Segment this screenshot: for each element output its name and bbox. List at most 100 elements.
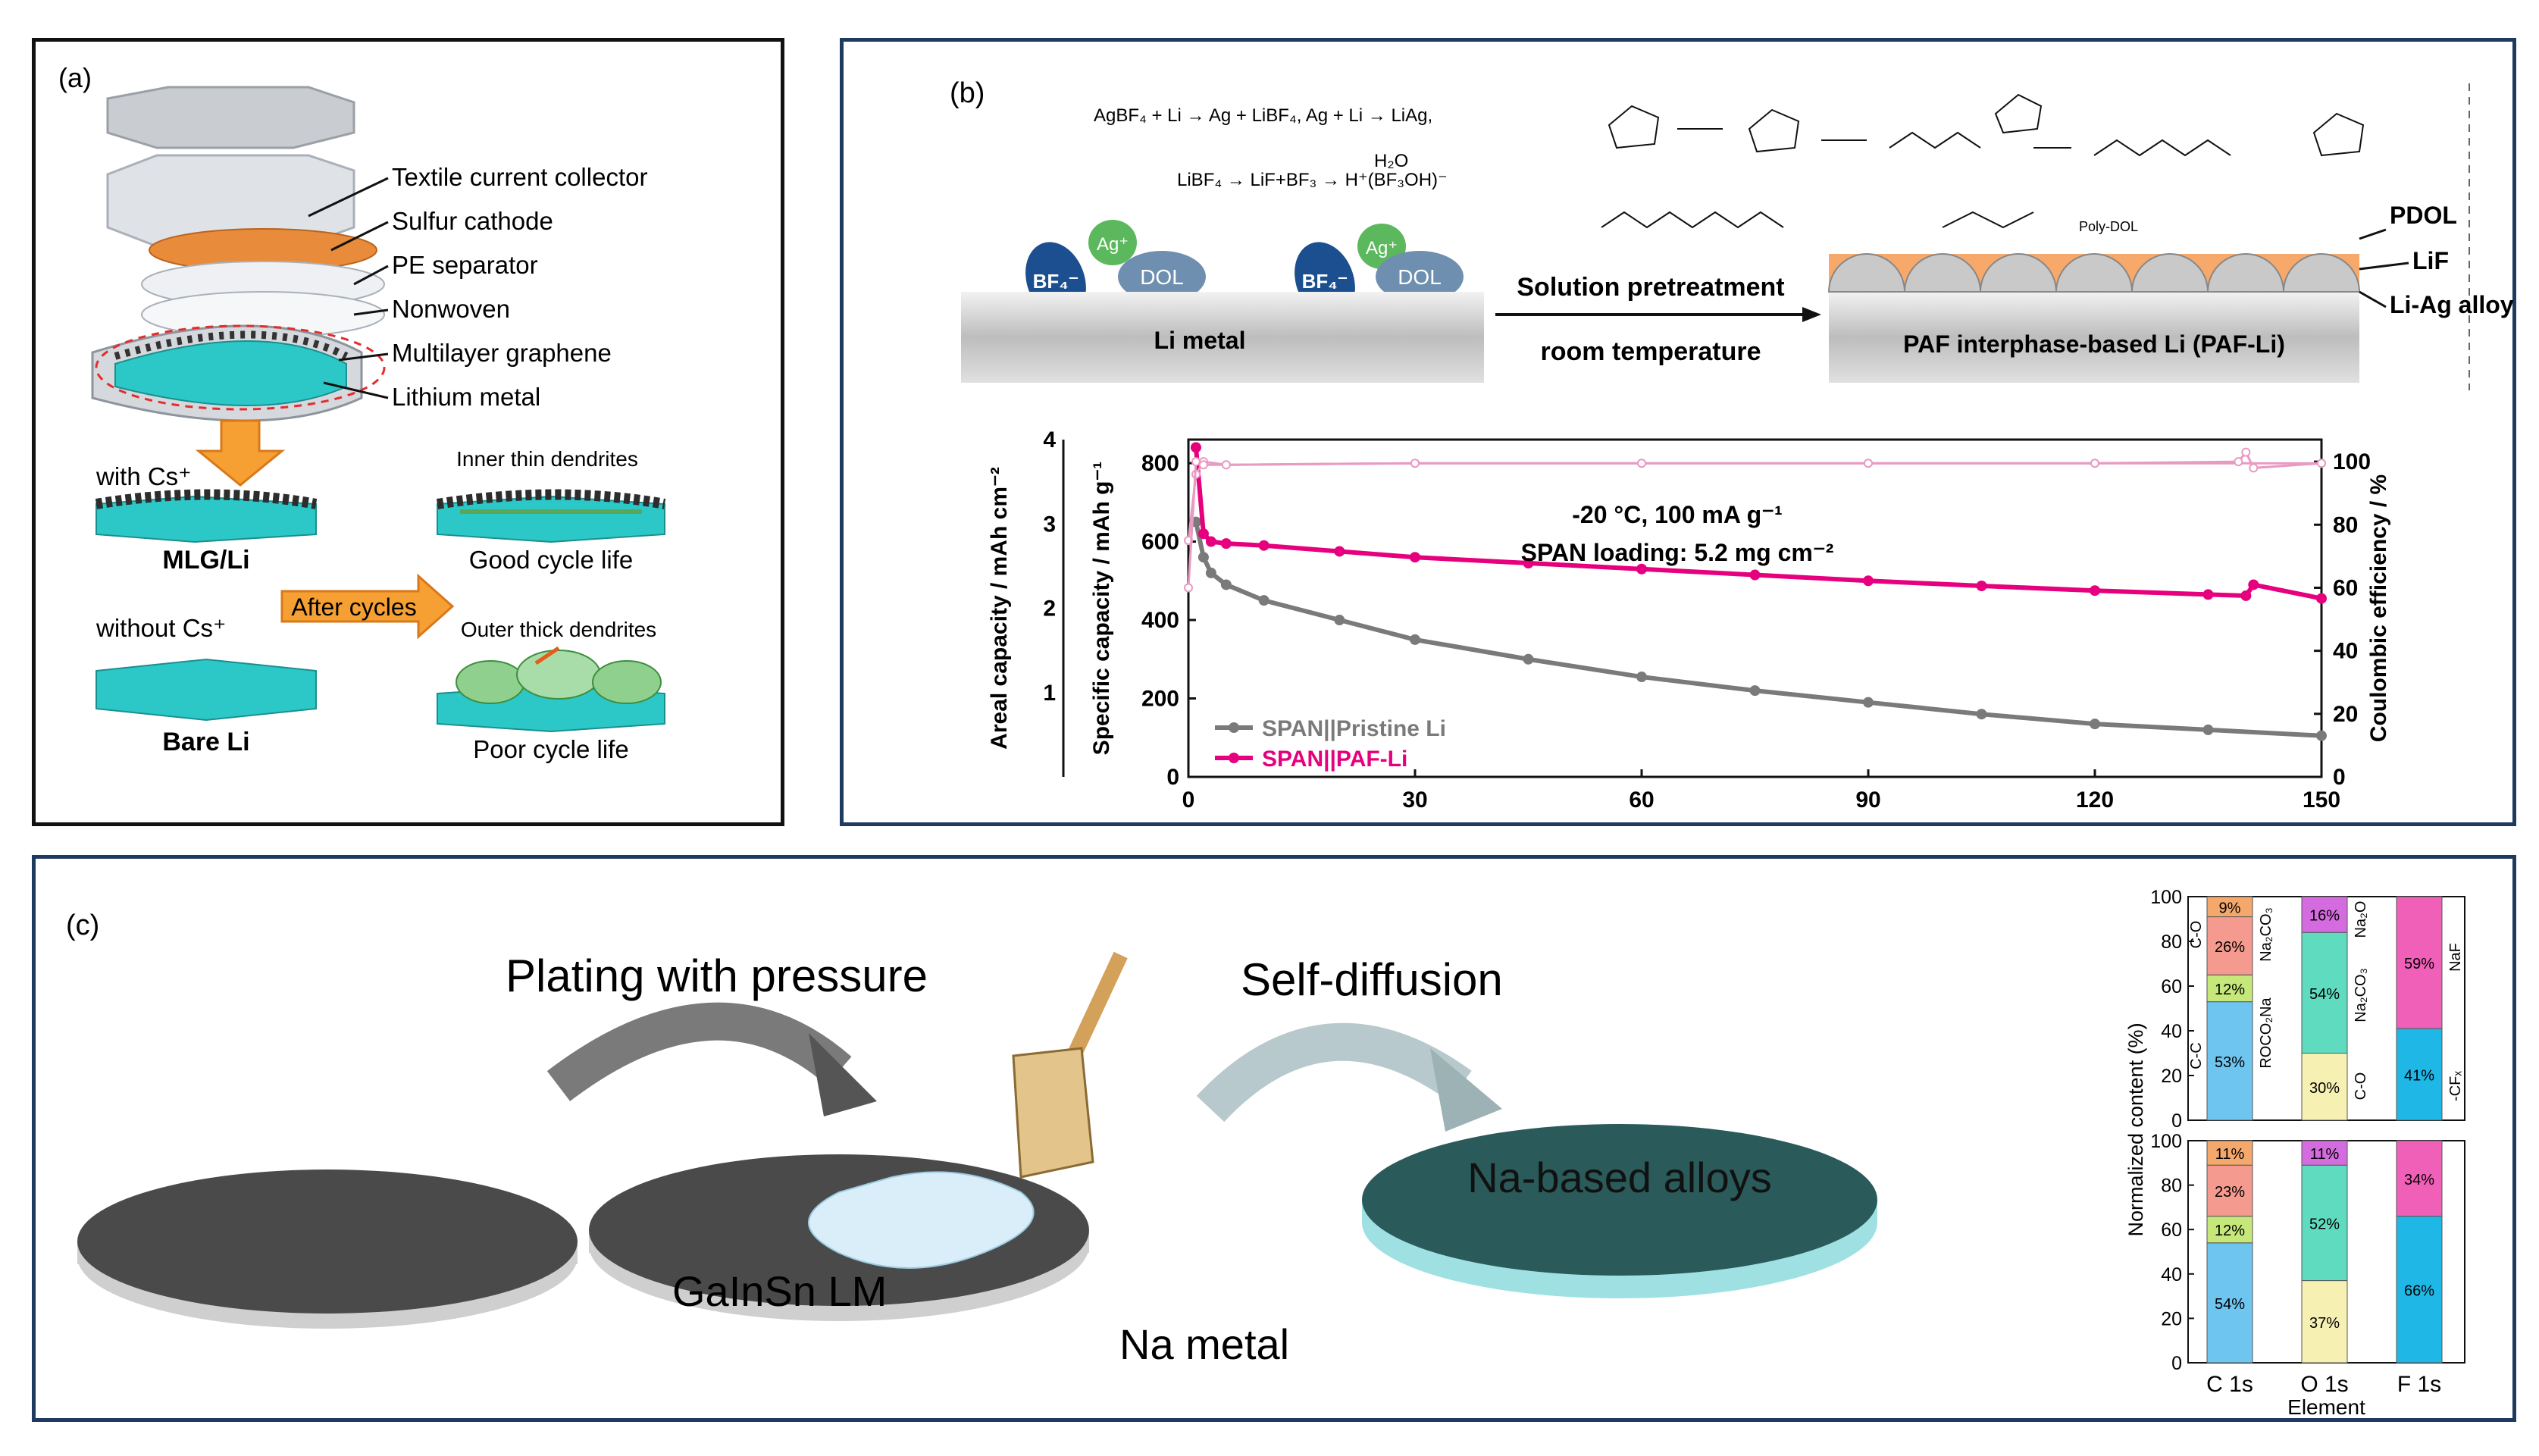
stack-value-label: 16% (2309, 908, 2340, 925)
series-point-1 (1749, 569, 1761, 581)
stack-y-tick-label: 0 (2171, 1353, 2182, 1374)
stack-y-tick-label: 40 (2161, 1264, 2182, 1285)
dol-left: DOL (1140, 265, 1184, 289)
na-alloy-disk (1362, 1124, 1877, 1298)
lif-label: LiF (2412, 247, 2449, 274)
stack-value-label: 66% (2404, 1282, 2434, 1299)
stack-segment (2206, 1164, 2253, 1217)
chart-b-frame (1187, 438, 2323, 778)
stack-segment (2301, 1140, 2348, 1166)
series-point-1 (2240, 590, 2252, 601)
series-point-1 (2248, 579, 2259, 590)
stack-y-tick-label: 80 (2161, 1176, 2182, 1197)
stack-y-tick-label: 100 (2150, 887, 2182, 908)
x-tick-label: 150 (2303, 787, 2340, 813)
ylabel-areal: Areal capacity / mAh cm⁻² (987, 467, 1012, 750)
y-tick-label: 200 (1141, 687, 1179, 712)
stack-value-label: 26% (2215, 939, 2245, 956)
good-cycle-slab (436, 489, 666, 543)
series-point-3 (2234, 457, 2243, 467)
layer-label-nonwoven: Nonwoven (392, 295, 510, 323)
panel-c: (c) Plating with pressure Self-diffusion… (32, 855, 2516, 1422)
stack-y-tick-label: 20 (2161, 1066, 2182, 1087)
areal-tick-label: 1 (1043, 681, 1056, 706)
stack-y-tick-label: 40 (2161, 1021, 2182, 1042)
x-tick-label: 120 (2076, 787, 2114, 813)
na-disk-plain (77, 1169, 578, 1329)
series-point-3 (2241, 447, 2251, 457)
stack-ylabel: Normalized content (%) (2124, 1022, 2147, 1236)
dol-scheme (1601, 93, 2365, 229)
series-point-1 (1190, 442, 1201, 453)
stack-species-label: C-O (2188, 921, 2205, 949)
chart-b-annotation-1: -20 °C, 100 mA g⁻¹ (1572, 501, 1782, 528)
series-point-3 (1637, 459, 1646, 468)
stack-value-label: 11% (2215, 1146, 2245, 1163)
series-point-0 (1749, 685, 1761, 697)
areal-tick-label: 2 (1043, 596, 1056, 622)
stack-category-label: C 1s (2206, 1372, 2253, 1397)
panel-b-diagram: (b) AgBF₄ + Li → Ag + LiBF₄, Ag + Li → L… (950, 77, 2514, 813)
lif-domes (1827, 253, 2361, 293)
ag-ion-right: Ag⁺ (1366, 238, 1398, 258)
series-point-0 (1220, 579, 1232, 590)
stack-category-label: F 1s (2397, 1372, 2441, 1397)
diffusion-arrow (1196, 1022, 1472, 1123)
series-point-0 (1636, 672, 1647, 683)
panel-c-label: (c) (66, 910, 99, 941)
dol-right: DOL (1398, 265, 1442, 289)
stack-value-label: 34% (2404, 1172, 2434, 1188)
stack-segment (2206, 1140, 2253, 1166)
y-tick-label: 600 (1141, 530, 1179, 555)
series-point-1 (2090, 585, 2100, 596)
stack-xlabel: Element (2287, 1395, 2365, 1419)
stack-value-label: 11% (2310, 1146, 2340, 1163)
after-cycles-label: After cycles (291, 593, 416, 621)
stack-species-label: Na₂CO₃ (2353, 968, 2369, 1022)
pretreat-label: Solution pretreatment (1517, 273, 1784, 302)
stack-species-label: C-C (2188, 1042, 2205, 1069)
bf4-ion-right: BF₄⁻ (1302, 270, 1348, 293)
x-tick-label: 60 (1629, 787, 1654, 813)
series-point-0 (2202, 724, 2214, 735)
stack-value-label: 53% (2215, 1054, 2245, 1071)
series-point-0 (1863, 697, 1874, 708)
outer-dendrites-label: Outer thick dendrites (461, 618, 656, 641)
poor-cycle-slab (437, 646, 665, 733)
ag-ion-left: Ag⁺ (1097, 234, 1129, 255)
stack-value-label: 41% (2404, 1068, 2434, 1085)
x-tick-label: 30 (1402, 787, 1427, 813)
series-point-0 (1334, 615, 1345, 626)
na-metal-label: Na metal (1119, 1320, 1289, 1368)
series-point-3 (1191, 457, 1201, 467)
series-point-1 (1523, 557, 1534, 568)
stack-value-label: 52% (2309, 1216, 2340, 1232)
na-disk-plated (589, 1154, 1089, 1321)
composition-chart: 02040608010053%12%26%9%30%54%16%41%59%02… (2124, 887, 2465, 1419)
gainsn-label: GaInSn LM (672, 1267, 887, 1315)
series-point-3 (2249, 463, 2259, 473)
stack-value-label: 37% (2309, 1315, 2340, 1332)
series-point-0 (1197, 552, 1209, 563)
layer-callouts: Textile current collector Sulfur cathode… (308, 163, 647, 411)
stack-segment (2206, 1216, 2253, 1244)
legend-label: SPAN||PAF-Li (1262, 747, 1407, 772)
series-point-1 (1205, 536, 1216, 547)
stack-category-label: O 1s (2300, 1372, 2348, 1397)
stack-value-label: 30% (2309, 1080, 2340, 1097)
stack-species-label: ROCO₂Na (2258, 997, 2274, 1068)
water-label: H₂O (1374, 151, 1408, 171)
areal-tick-label: 3 (1043, 512, 1056, 537)
areal-tick-label: 4 (1043, 427, 1056, 452)
panel-a-label: (a) (58, 62, 92, 93)
layer-label-separator: PE separator (392, 251, 538, 279)
y2-tick-label: 80 (2333, 512, 2358, 537)
pdol-label: PDOL (2390, 202, 2457, 229)
y-tick-label: 400 (1141, 608, 1179, 633)
stack-segment (2301, 896, 2348, 933)
stack-species-label: Na₂O (2353, 901, 2369, 938)
stack-y-tick-label: 60 (2161, 1220, 2182, 1241)
diffusion-label: Self-diffusion (1241, 954, 1503, 1005)
li-ag-label: Li-Ag alloy (2390, 291, 2514, 318)
stack-y-tick-label: 100 (2150, 1131, 2182, 1152)
